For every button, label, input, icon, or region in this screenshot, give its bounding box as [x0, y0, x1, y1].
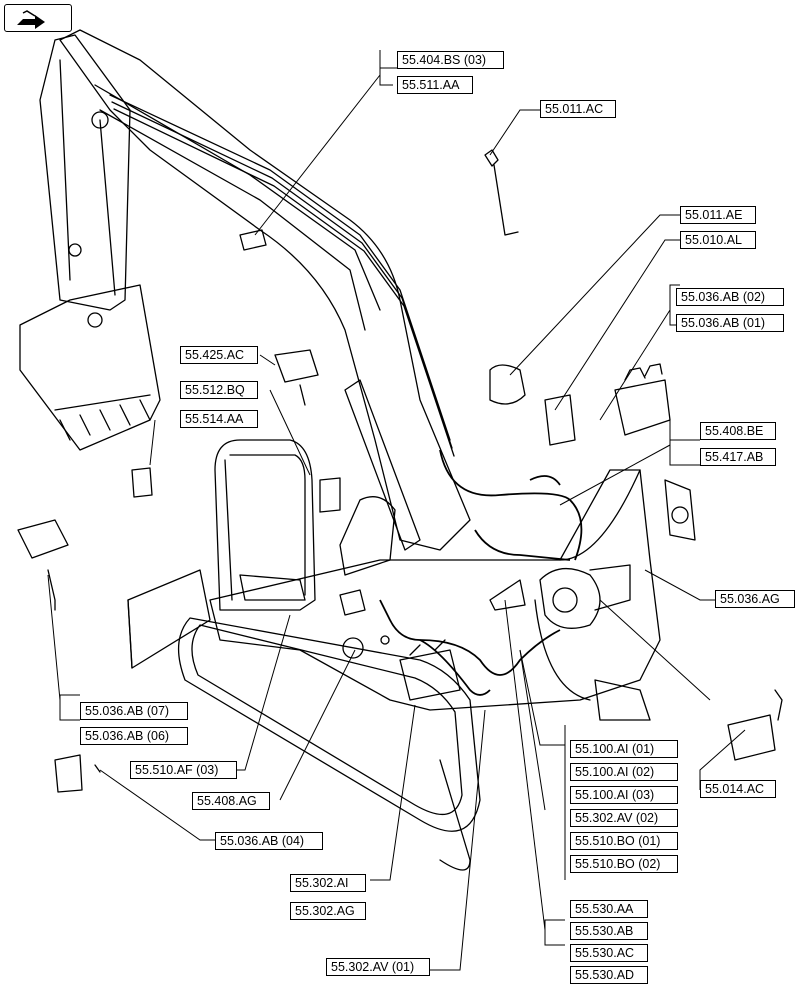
ref-55-511-aa[interactable]: 55.511.AA — [397, 76, 473, 94]
cab — [214, 439, 316, 611]
ref-55-302-av-01[interactable]: 55.302.AV (01) — [326, 958, 430, 976]
ref-55-530-aa[interactable]: 55.530.AA — [570, 900, 648, 918]
ref-55-100-ai-03[interactable]: 55.100.AI (03) — [570, 786, 678, 804]
back-button[interactable] — [4, 4, 72, 32]
ref-55-100-ai-02[interactable]: 55.100.AI (02) — [570, 763, 678, 781]
ref-55-408-be[interactable]: 55.408.BE — [700, 422, 776, 440]
ref-55-036-ab-01[interactable]: 55.036.AB (01) — [676, 314, 784, 332]
ref-55-036-ab-04[interactable]: 55.036.AB (04) — [215, 832, 323, 850]
bucket — [19, 284, 161, 451]
ref-55-302-av-02[interactable]: 55.302.AV (02) — [570, 809, 678, 827]
ref-55-510-bo-01[interactable]: 55.510.BO (01) — [570, 832, 678, 850]
battery — [399, 649, 461, 701]
ref-55-530-ac[interactable]: 55.530.AC — [570, 944, 648, 962]
back-arrow-icon — [17, 10, 45, 29]
ref-55-302-ai[interactable]: 55.302.AI — [290, 874, 366, 892]
ref-55-100-ai-01[interactable]: 55.100.AI (01) — [570, 740, 678, 758]
ref-55-036-ag[interactable]: 55.036.AG — [715, 590, 795, 608]
ref-55-425-ac[interactable]: 55.425.AC — [180, 346, 258, 364]
track — [177, 617, 481, 832]
ref-55-530-ab[interactable]: 55.530.AB — [570, 922, 648, 940]
starter-solenoid — [727, 714, 776, 761]
level-sensor — [484, 149, 499, 167]
arm — [39, 34, 131, 311]
ref-55-530-ad[interactable]: 55.530.AD — [570, 966, 648, 984]
control-valve — [614, 379, 671, 436]
ref-55-417-ab[interactable]: 55.417.AB — [700, 448, 776, 466]
ref-55-408-ag[interactable]: 55.408.AG — [192, 792, 270, 810]
ref-55-011-ac[interactable]: 55.011.AC — [540, 100, 616, 118]
ref-55-036-ab-07[interactable]: 55.036.AB (07) — [80, 702, 188, 720]
ref-55-510-af-03[interactable]: 55.510.AF (03) — [130, 761, 237, 779]
ref-55-010-al[interactable]: 55.010.AL — [680, 231, 756, 249]
ref-55-014-ac[interactable]: 55.014.AC — [700, 780, 776, 798]
ref-55-302-ag[interactable]: 55.302.AG — [290, 902, 366, 920]
ref-55-011-ae[interactable]: 55.011.AE — [680, 206, 756, 224]
ref-55-404-bs-03[interactable]: 55.404.BS (03) — [397, 51, 504, 69]
upper-house — [209, 469, 661, 711]
ref-55-514-aa[interactable]: 55.514.AA — [180, 410, 258, 428]
ref-55-510-bo-02[interactable]: 55.510.BO (02) — [570, 855, 678, 873]
boom — [59, 29, 471, 551]
pressure-switch-left — [17, 519, 69, 559]
ref-55-036-ab-06[interactable]: 55.036.AB (06) — [80, 727, 188, 745]
ref-55-036-ab-02[interactable]: 55.036.AB (02) — [676, 288, 784, 306]
ref-55-512-bq[interactable]: 55.512.BQ — [180, 381, 258, 399]
